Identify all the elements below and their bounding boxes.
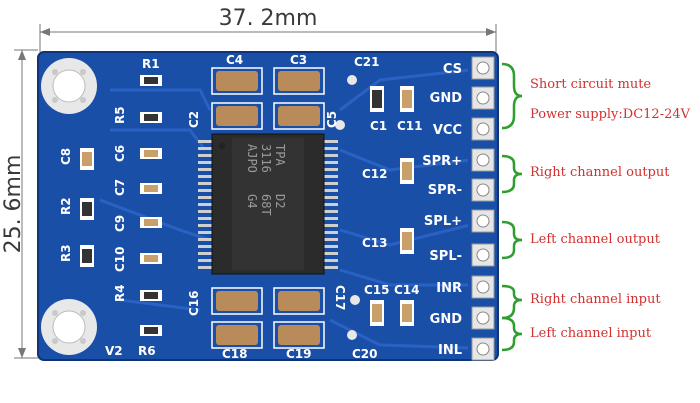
height-label: 25. 6mm [1,155,26,254]
pin-hole-4 [476,153,490,167]
mount-hole-bottom-left [41,299,97,355]
pin-label-cs: CS [443,62,462,77]
pin-hole-9 [476,311,490,325]
annotation-right-output: Right channel output [530,165,670,180]
label-c8: C8 [59,148,73,165]
annotation-left-input: Left channel input [530,326,652,341]
label-c17: C17 [333,285,347,311]
left-resistors [80,75,162,336]
label-c9: C9 [113,215,127,232]
chip-line-4: D2 [273,194,287,208]
label-r5: R5 [113,106,127,124]
pin-hole-10 [476,342,490,356]
height-dimension: 25. 6mm [1,49,38,359]
annotation-brackets [501,62,523,352]
pin-label-gnd-1: GND [430,91,463,106]
annotations: Short circuit mute Power supply:DC12-24V… [530,77,691,341]
label-r4: R4 [113,284,127,302]
pin-labels: CS GND VCC SPR+ SPR- SPL+ SPL- INR GND I… [422,62,462,358]
label-c12: C12 [362,167,388,181]
pcb-traces [99,68,471,350]
pin-hole-2 [476,91,490,105]
label-c16: C16 [187,290,201,316]
label-c7: C7 [113,179,127,196]
label-c2: C2 [187,111,201,128]
width-dimension: 37. 2mm [39,6,497,52]
pin-label-gnd-2: GND [430,312,463,327]
pin-hole-7 [476,248,490,262]
label-c18: C18 [222,347,248,361]
bottom-capacitors [211,287,325,349]
pin-label-inr: INR [436,281,462,296]
bracket-right-output [501,154,523,194]
chip-line-5: 68T [259,194,273,216]
pin-hole-8 [476,280,490,294]
annotation-short-circuit: Short circuit mute [530,77,651,92]
bracket-left-input [501,316,523,352]
bracket-left-output [501,220,523,260]
mount-hole-top-left [41,58,97,114]
top-capacitors [211,67,325,130]
chip-line-2: 3116 [259,144,273,173]
chip-line-6: G4 [245,194,259,208]
pin-label-vcc: VCC [433,123,462,138]
vias [335,75,360,340]
right-small-capacitors [370,86,414,326]
label-c6: C6 [113,145,127,162]
label-c4: C4 [226,53,243,67]
pin-label-spl-plus: SPL+ [424,214,462,229]
label-c5: C5 [325,111,339,128]
bracket-right-input [501,284,523,320]
annotation-right-input: Right channel input [530,292,661,307]
pin-hole-1 [476,61,490,75]
label-c15: C15 [364,283,390,297]
pin-label-spr-plus: SPR+ [422,154,462,169]
pin-hole-6 [476,214,490,228]
label-c10: C10 [113,246,127,272]
chip-line-3: AJPO [245,144,259,173]
pin-label-spr-minus: SPR- [428,183,462,198]
label-c21: C21 [354,55,380,69]
width-label: 37. 2mm [219,6,318,31]
label-c19: C19 [286,347,312,361]
label-r6: R6 [138,344,156,358]
pin-hole-5 [476,183,490,197]
label-r1: R1 [142,57,160,71]
chip-line-1: TPA [273,144,287,166]
label-c13: C13 [362,236,388,250]
pin-label-inl: INL [438,343,462,358]
label-c20: C20 [352,347,378,361]
label-r2: R2 [59,197,73,215]
bracket-power [501,62,523,130]
label-c14: C14 [394,283,420,297]
label-c11: C11 [397,119,423,133]
annotation-power-supply: Power supply:DC12-24V [530,107,691,122]
pin-hole-3 [476,122,490,136]
amplifier-chip: TPA 3116 AJPO D2 68T G4 [198,133,338,275]
label-r3: R3 [59,244,73,262]
label-c3: C3 [290,53,307,67]
pin-label-spl-minus: SPL- [429,249,462,264]
label-c1: C1 [370,119,387,133]
label-v2: V2 [105,344,123,358]
silkscreen-labels: R1 R5 C6 C7 C8 C9 C10 R2 R3 R4 R6 V2 C4 … [59,53,423,361]
annotation-left-output: Left channel output [530,232,661,247]
